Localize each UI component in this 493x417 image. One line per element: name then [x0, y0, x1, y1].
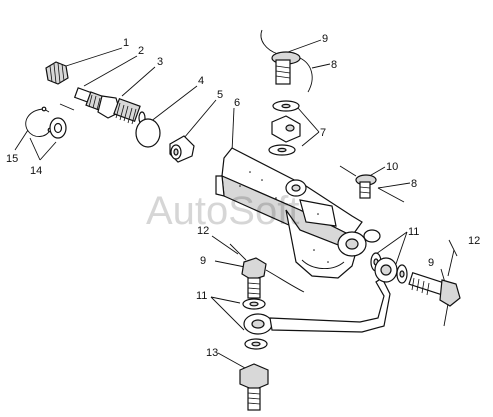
- callout-label: 9: [428, 257, 434, 269]
- callout-label: 1: [123, 37, 129, 49]
- washer-part-14: [49, 117, 67, 139]
- o-ring-part-4: [135, 118, 161, 148]
- callout-label: 3: [157, 56, 163, 68]
- callout-labels: 1 2 3 4 5 6 7 8 8 9 9 9 10 11 11 12 12 1…: [6, 33, 480, 359]
- callout-label: 4: [198, 75, 204, 87]
- bolt-right-part-10: [339, 165, 405, 203]
- bushing-part-5: [169, 135, 195, 163]
- watermark: AutoSoft: [146, 189, 299, 233]
- banjo-bolt-right-part-9: [408, 249, 461, 327]
- circlip-part-15: [25, 106, 53, 137]
- callout-label: 11: [196, 290, 207, 302]
- callout-label: 2: [138, 45, 144, 57]
- callout-label: 11: [408, 226, 419, 238]
- callout-label: 14: [30, 165, 42, 177]
- bolt-bottom-part-13: [239, 363, 269, 411]
- callout-label: 5: [217, 89, 223, 101]
- callout-label: 10: [386, 161, 398, 173]
- callout-label: 8: [331, 59, 337, 71]
- callout-label: 12: [197, 225, 209, 237]
- callout-label: 9: [200, 255, 206, 267]
- bracket-housing-part-6: [215, 147, 381, 279]
- callout-label: 15: [6, 153, 18, 165]
- bolt-top-part-9: [260, 29, 313, 93]
- callout-label: 13: [206, 347, 218, 359]
- valve-assembly-part-2-3: [73, 87, 146, 125]
- callout-label: 6: [234, 97, 240, 109]
- banjo-washers-right-part-11: [370, 252, 408, 284]
- washer-set-part-7: [268, 100, 301, 156]
- callout-label: 12: [468, 235, 480, 247]
- callout-label: 9: [322, 33, 328, 45]
- banjo-washers-left-part-11: [242, 298, 268, 350]
- callout-label: 7: [320, 127, 326, 139]
- leader-lines: [14, 39, 458, 369]
- callout-label: 8: [411, 178, 417, 190]
- cap-nut-part-1: [45, 61, 69, 85]
- bolt-mid-part-9: [229, 243, 305, 299]
- oil-pipe-banjo: [243, 277, 391, 335]
